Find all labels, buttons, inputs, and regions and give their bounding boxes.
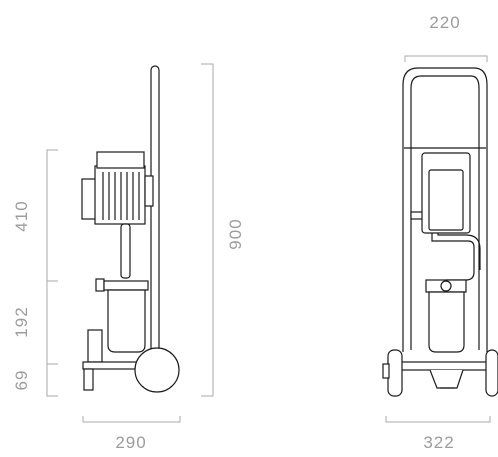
front-handle-outer: [402, 67, 488, 352]
front-handle-inner: [410, 75, 480, 350]
dimension-lines: [46, 55, 491, 423]
front-axle-left: [382, 363, 390, 379]
side-handle-post: [150, 65, 160, 367]
side-motor-endcap: [81, 178, 97, 220]
front-wheel-right: [485, 349, 498, 397]
side-motor-mount: [144, 175, 154, 207]
label-filter-height: 192: [12, 306, 31, 337]
front-wheel-left: [387, 349, 403, 397]
front-handle-legs: [402, 85, 412, 352]
front-pipe-inner: [437, 233, 481, 270]
side-motor-top: [96, 151, 145, 169]
front-motor-fan-cover: [428, 169, 464, 231]
side-filter-head: [103, 280, 149, 291]
side-filter-knob: [95, 278, 105, 292]
front-pipe-outer: [431, 233, 475, 281]
side-tray: [87, 329, 103, 363]
label-front-width: 322: [423, 433, 454, 452]
label-base-height: 69: [12, 370, 31, 391]
label-handle-width: 220: [429, 13, 460, 32]
dim-line-total-height: [201, 63, 214, 397]
side-base-frame: [82, 361, 138, 370]
side-pipe: [120, 223, 131, 279]
front-filter-bowl: [428, 291, 465, 353]
front-filter-gauge: [440, 280, 452, 292]
label-motor-height: 410: [12, 200, 31, 231]
front-base-frame: [387, 361, 498, 371]
dim-line-front-width: [385, 416, 491, 423]
dimension-labels: 290 322 220 900 410 192 69: [12, 13, 460, 452]
dim-line-left-stack: [46, 149, 58, 397]
label-total-height: 900: [226, 218, 245, 249]
side-view: [81, 65, 180, 393]
front-view: [382, 67, 498, 397]
side-wheel: [134, 347, 180, 393]
side-motor-fins: [102, 172, 140, 220]
side-filter-bowl: [107, 289, 146, 353]
front-funnel: [429, 369, 464, 389]
dim-line-handle-width: [404, 55, 488, 62]
side-foot: [83, 368, 94, 391]
label-side-width: 290: [115, 433, 146, 452]
dim-line-side-width: [82, 416, 181, 423]
